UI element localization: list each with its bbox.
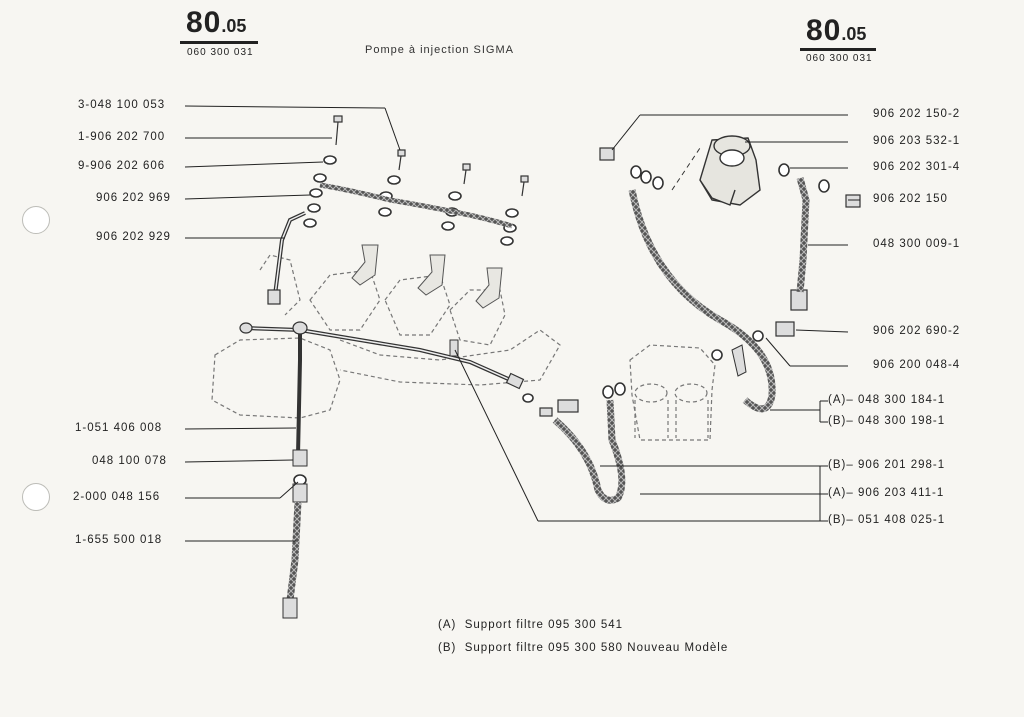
- injectors: [351, 244, 503, 309]
- right-hose: [796, 177, 810, 293]
- page-number-major: 80: [806, 14, 842, 47]
- part-label-right: 906 202 301-4: [873, 161, 961, 173]
- variant-label: (B)– 051 408 025-1: [828, 514, 946, 526]
- bottom-hose: [286, 501, 302, 601]
- part-label-left: 2-000 048 156: [73, 491, 161, 503]
- fittings: [239, 147, 861, 417]
- part-label-left: 3-048 100 053: [78, 99, 166, 111]
- part-label-right: 906 202 150-2: [873, 108, 961, 120]
- part-label-left: 1-906 202 700: [78, 131, 166, 143]
- binder-hole-bottom: [22, 483, 50, 511]
- fuel-lift-pump: [699, 135, 761, 206]
- leak-off-hose: [319, 182, 513, 229]
- variant-label: (A)– 048 300 184-1: [828, 394, 946, 406]
- engine-outline: [211, 254, 716, 441]
- vertical-pipe: [296, 330, 302, 456]
- binder-hole-top: [22, 206, 50, 234]
- page-number-minor: .05: [221, 16, 247, 36]
- footnote-a: (A) Support filtre 095 300 541: [438, 619, 623, 631]
- part-label-right: 048 300 009-1: [873, 238, 961, 250]
- header-rule-left: [180, 41, 258, 44]
- part-label-right: 906 200 048-4: [873, 359, 961, 371]
- header-rule-right: [800, 48, 876, 51]
- pipe-clip: [449, 339, 459, 357]
- part-label-right: 906 202 690-2: [873, 325, 961, 337]
- bleed-screws: [333, 115, 529, 197]
- variant-code: 048 300 184-1: [857, 394, 946, 406]
- part-label-left: 9-906 202 606: [78, 160, 166, 172]
- footnote-b: (B) Support filtre 095 300 580 Nouveau M…: [438, 642, 728, 654]
- page-number-left: 80.05: [186, 6, 246, 40]
- page-number-major: 80: [186, 6, 222, 39]
- variant-tag: (B): [828, 514, 847, 526]
- part-label-right: 906 202 150: [873, 193, 948, 205]
- note-tag: (B): [438, 642, 457, 654]
- note-tag: (A): [438, 619, 457, 631]
- page-number-right: 80.05: [806, 14, 866, 48]
- variant-label: (B)– 048 300 198-1: [828, 415, 946, 427]
- variant-code: 906 201 298-1: [857, 459, 946, 471]
- long-hose: [628, 189, 776, 413]
- filter-hose: [552, 399, 626, 504]
- variant-code: 051 408 025-1: [857, 514, 946, 526]
- variant-tag: (B): [828, 415, 847, 427]
- note-text: Support filtre 095 300 541: [464, 619, 624, 631]
- part-label-left: 048 100 078: [92, 455, 167, 467]
- page-title: Pompe à injection SIGMA: [365, 44, 514, 56]
- page-number-minor: .05: [841, 24, 867, 44]
- part-label-left: 906 202 969: [96, 192, 171, 204]
- variant-tag: (A): [828, 394, 847, 406]
- variant-tag: (A): [828, 487, 847, 499]
- variant-code: 048 300 198-1: [857, 415, 946, 427]
- part-label-right: 906 203 532-1: [873, 135, 961, 147]
- variant-label: (B)– 906 201 298-1: [828, 459, 946, 471]
- ref-number-right: 060 300 031: [806, 53, 873, 64]
- part-label-left: 1-655 500 018: [75, 534, 163, 546]
- washers: [303, 155, 830, 403]
- variant-code: 906 203 411-1: [857, 487, 945, 499]
- variant-label: (A)– 906 203 411-1: [828, 487, 945, 499]
- part-label-left: 906 202 929: [96, 231, 171, 243]
- note-text: Support filtre 095 300 580 Nouveau Modèl…: [464, 642, 729, 654]
- variant-tag: (B): [828, 459, 847, 471]
- ref-number-left: 060 300 031: [187, 47, 254, 58]
- part-label-left: 1-051 406 008: [75, 422, 163, 434]
- union-nut: [292, 449, 308, 467]
